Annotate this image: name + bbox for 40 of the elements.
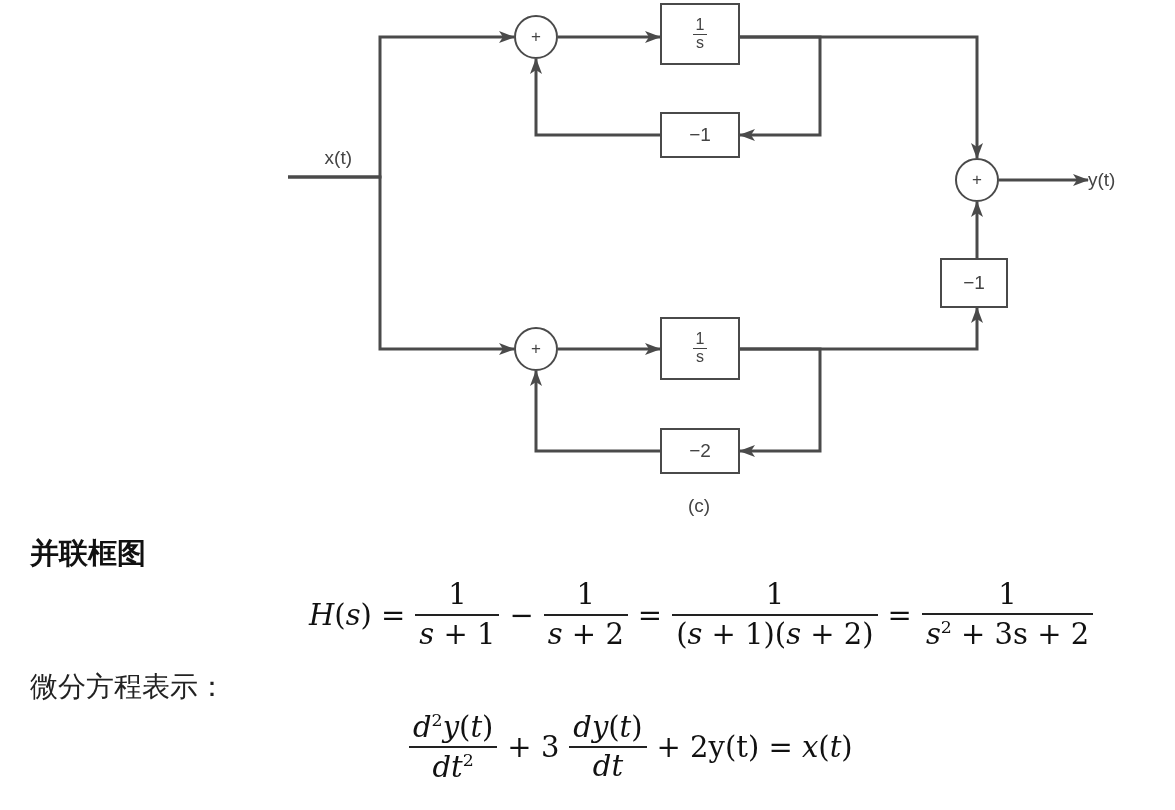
fraction-denominator: s + 1	[418, 615, 497, 651]
section-heading: 并联框图	[30, 535, 146, 572]
summing-junction: +	[514, 15, 558, 59]
arrow	[558, 31, 661, 43]
arrow	[999, 174, 1089, 186]
formula-term: =	[887, 597, 912, 632]
gain-block: −1	[660, 112, 740, 158]
fraction-numerator: 1	[415, 578, 500, 616]
arrow	[739, 347, 822, 457]
arrow	[530, 58, 660, 137]
fraction-numerator: 1	[672, 578, 878, 616]
integrator-block: 1 s	[660, 317, 740, 380]
fraction-numerator: 1	[543, 578, 628, 616]
fraction-denominator: dt	[591, 748, 625, 784]
caption-text: 微分方程表示：	[30, 669, 226, 705]
formula-term: + 3	[507, 730, 560, 764]
gain-block: −1	[940, 258, 1008, 308]
fraction-numerator: d$^{2}$y(t)	[409, 710, 498, 748]
arrow	[558, 343, 661, 355]
formula-term: =	[637, 597, 663, 632]
figure-label: (c)	[688, 496, 711, 517]
arrow	[530, 370, 660, 453]
summing-junction: +	[514, 327, 558, 371]
formula-term: + 2y(t) = x(t)	[656, 730, 853, 764]
formula-term: H(s) =	[309, 597, 406, 632]
arrow	[288, 175, 515, 355]
arrow	[971, 201, 983, 258]
integrator-block: 1 s	[660, 3, 740, 65]
fraction-numerator: 1	[921, 578, 1094, 616]
signal-label: x(t)	[288, 148, 360, 177]
gain-block: −2	[660, 428, 740, 474]
fraction-denominator: s + 2	[546, 615, 625, 651]
arrow	[739, 35, 822, 141]
summing-junction: +	[955, 158, 999, 202]
fraction-numerator: dy(t)	[569, 710, 647, 748]
formula-term: −	[509, 597, 534, 632]
signal-label: y(t)	[1088, 165, 1140, 195]
fraction-denominator: (s + 1)(s + 2)	[675, 615, 875, 651]
fraction-denominator: dt$^{2}$	[431, 748, 475, 784]
fraction-denominator: s$^{2}$ + 3s + 2	[924, 616, 1091, 652]
